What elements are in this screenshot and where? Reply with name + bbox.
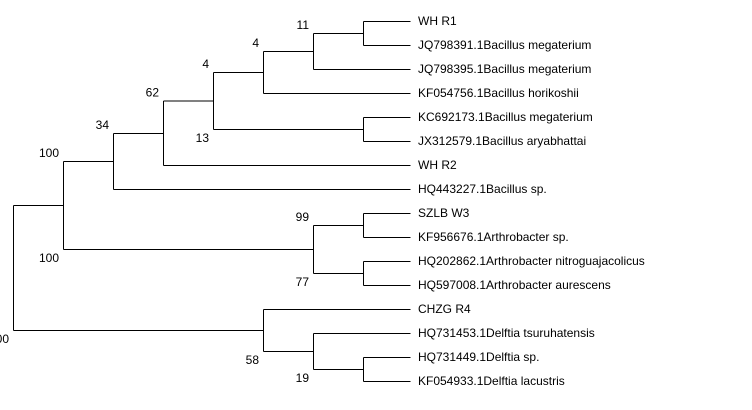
taxon-label: HQ202862.1Arthrobacter nitroguajacolicus [418,254,645,268]
taxon-label: KF956676.1Arthrobacter sp. [418,230,569,244]
bootstrap-value: 34 [96,118,110,132]
bootstrap-value: 99 [296,210,310,224]
taxon-label: CHZG R4 [418,302,471,316]
bootstrap-value: 100 [0,332,9,346]
taxon-label: KC692173.1Bacillus megaterium [418,110,593,124]
taxon-label: JX312579.1Bacillus aryabhattai [418,134,586,148]
taxon-label: HQ443227.1Bacillus sp. [418,182,547,196]
bootstrap-value: 62 [146,86,160,100]
taxon-label: SZLB W3 [418,206,470,220]
bootstrap-value: 100 [39,251,59,265]
taxon-label: KF054933.1Delftia lacustris [418,374,565,388]
taxon-label: HQ597008.1Arthrobacter aurescens [418,278,611,292]
bootstrap-value: 58 [246,353,260,367]
bootstrap-value: 11 [297,18,310,32]
bootstrap-value: 19 [296,371,310,385]
taxon-label: WH R1 [418,14,457,28]
taxon-label: HQ731453.1Delftia tsuruhatensis [418,326,595,340]
taxon-label: WH R2 [418,158,457,172]
bootstrap-value: 4 [252,36,259,50]
bootstrap-value: 13 [196,131,210,145]
taxon-label: JQ798395.1Bacillus megaterium [418,62,591,76]
bootstrap-value: 77 [296,275,310,289]
bootstrap-value: 4 [202,57,209,71]
bootstrap-value: 100 [39,146,59,160]
taxon-label: JQ798391.1Bacillus megaterium [418,38,591,52]
taxon-label: HQ731449.1Delftia sp. [418,350,539,364]
taxon-label: KF054756.1Bacillus horikoshii [418,86,579,100]
